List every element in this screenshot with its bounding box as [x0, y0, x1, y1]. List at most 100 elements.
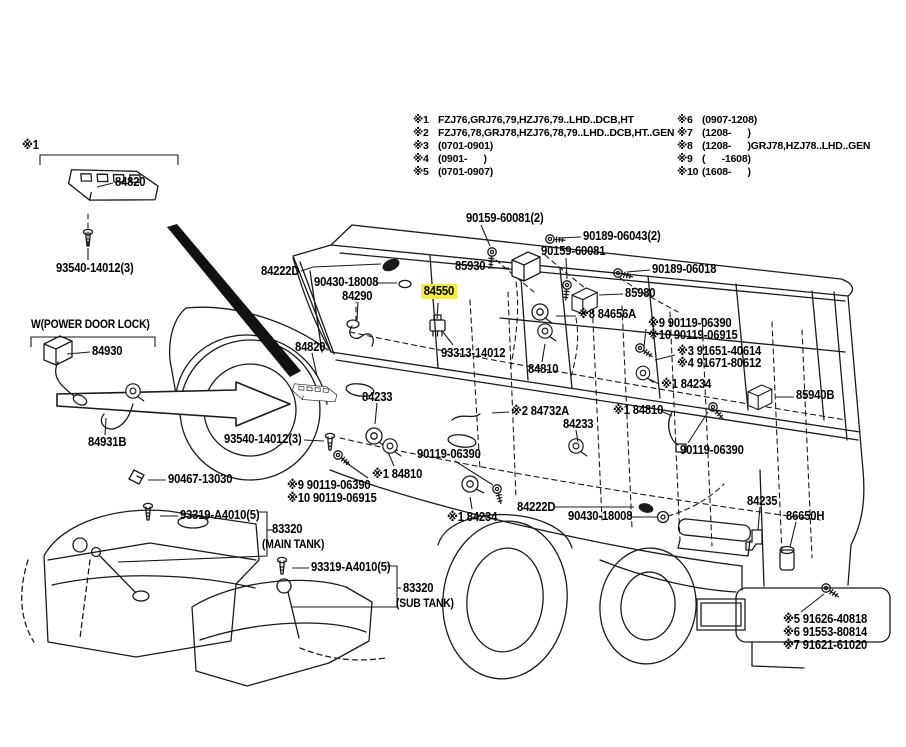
legend-mark: ※3	[413, 140, 429, 152]
legend-entry-6: ※6(0907-1208)	[677, 114, 870, 127]
legend-mark: ※1	[413, 114, 429, 126]
part-label-91651-40614: ※3 91651-40614	[677, 344, 762, 358]
leader-90119-06390-l	[344, 461, 369, 479]
legend-text: (1208- )	[702, 127, 751, 139]
legend-mark: ※2	[413, 127, 429, 139]
part-label-91553-80814: ※6 91553-80814	[783, 625, 868, 639]
part-label-84810-mid: ※1 84810	[613, 403, 664, 417]
part-label-90119-06390-rear: 90119-06390	[680, 443, 744, 457]
leader-90159-60081-2	[480, 224, 491, 247]
part-label-84550: 84550	[421, 284, 457, 299]
bracket-line-1	[30, 336, 156, 347]
part-label-90119-06390-c: 90119-06390	[417, 447, 481, 461]
part-label-84233-rear: 84233	[563, 417, 594, 431]
part-label-84233-front: 84233	[362, 390, 393, 404]
part-label-84234-upper: ※1 84234	[661, 377, 712, 391]
leader-84732A	[491, 411, 510, 414]
sensor-glyph-86650H	[779, 545, 795, 571]
leader-84810-floor	[387, 451, 395, 467]
part-label-86650H: 86650H	[786, 509, 825, 523]
wire-84931B	[100, 403, 134, 430]
legend-entry-8: ※8(1208- )GRJ78,HZJ78..LHD..GEN	[677, 140, 870, 153]
part-label-84732A: ※2 84732A	[511, 404, 570, 418]
part-label-90189-06043-2: 90189-06043(2)	[583, 229, 661, 243]
clip-glyph-90467	[128, 469, 145, 485]
legend-entry-4: ※4(0901- )	[413, 153, 674, 166]
part-label-84930: 84930	[92, 344, 123, 358]
leader-84233-front	[374, 402, 378, 425]
legend-mark: ※10	[677, 166, 699, 178]
leader-90119-06915-r1	[643, 328, 647, 348]
legend-text: (1608- )	[702, 166, 751, 178]
legend-entry-10: ※10(1608- )	[677, 166, 870, 179]
wire-84290	[349, 325, 374, 347]
fuel-tank-main	[21, 509, 260, 658]
part-label-90430-18008-rear: 90430-18008	[568, 509, 633, 523]
part-label-84222D-top: 84222D	[261, 264, 300, 278]
part-label-84290: 84290	[342, 289, 373, 303]
leader-90119-06390-c	[454, 460, 494, 486]
fuel-tank-sub	[191, 578, 387, 687]
part-label-93319-A4010-main: 93319-A4010(5)	[180, 508, 260, 522]
grommet-ring-glyph	[660, 514, 666, 520]
legend-text: (0701-0907)	[438, 166, 494, 178]
part-label-ref-mark-top-left: ※1	[22, 138, 39, 152]
part-label-90119-06915-l: ※10 90119-06915	[287, 491, 377, 505]
part-label-84820-switch: 84820	[115, 175, 146, 189]
part-label-90119-06915-r1: ※10 90119-06915	[648, 328, 738, 342]
part-label-83320-main: 83320	[272, 522, 303, 536]
leader-84810-mid	[660, 410, 673, 417]
leader-85980	[598, 293, 624, 296]
legend-entry-1: ※1 FZJ76,GRJ76,79,HZJ76,79..LHD..DCB,HT	[413, 114, 674, 127]
part-label-83320-sub: 83320	[403, 581, 434, 595]
legend-mark: ※9	[677, 153, 693, 165]
part-label-main-tank-caption: (MAIN TANK)	[262, 539, 325, 551]
rear-bumper	[696, 587, 891, 669]
leader-84810-roof	[541, 343, 546, 363]
wire-84732A	[451, 413, 481, 421]
part-label-93319-A4010-sub: 93319-A4010(5)	[311, 560, 391, 574]
connector-glyph-84550	[429, 314, 446, 337]
legend-entry-5: ※5 (0701-0907)	[413, 166, 674, 179]
leader-84931B	[104, 417, 107, 436]
part-glyphs	[43, 157, 842, 601]
legend-mark: ※5	[413, 166, 429, 178]
leader-91626-40818	[800, 593, 825, 613]
part-label-90119-06390-l: ※9 90119-06390	[287, 478, 371, 492]
legend-text: (0901- )	[438, 153, 487, 165]
part-label-84810-roof: 84810	[528, 362, 559, 376]
part-label-90159-60081-2: 90159-60081(2)	[466, 211, 544, 225]
part-label-91671-80612: ※4 91671-80612	[677, 356, 762, 370]
rear-wheels	[437, 513, 697, 680]
legend-column-2: ※6(0907-1208)※7(1208- )※8(1208- )GRJ78,H…	[677, 114, 870, 179]
bracket-line-0	[39, 154, 179, 165]
legend-entry-3: ※3(0701-0901)	[413, 140, 674, 153]
part-label-91626-40818: ※5 91626-40818	[783, 612, 868, 626]
leader-84930	[66, 351, 91, 355]
legend-text: FZJ76,GRJ76,79,HZJ76,79..LHD..DCB,HT	[438, 114, 634, 126]
grommet-ring-glyph	[656, 510, 670, 524]
legend-mark: ※6	[677, 114, 693, 126]
part-label-91621-61020: ※7 91621-61020	[783, 638, 868, 652]
part-label-90159-60081: 90159-60081	[541, 244, 606, 258]
legend-text: (1208- )GRJ78,HZJ78..LHD..GEN	[702, 140, 871, 152]
part-label-93313-14012: 93313-14012	[441, 346, 506, 360]
part-label-90467-13030: 90467-13030	[168, 472, 233, 486]
bracket-glyph-84235	[745, 529, 763, 551]
part-label-84820-door: 84820	[295, 340, 326, 354]
part-label-85930: 85930	[455, 259, 486, 273]
legend-text: ( -1608)	[702, 153, 751, 165]
leader-84234-upper	[648, 378, 660, 385]
part-label-90189-06018: 90189-06018	[652, 262, 717, 276]
leader-90189-06018	[626, 269, 651, 273]
part-label-93540-14012-b: 93540-14012(3)	[224, 432, 302, 446]
leader-84290	[356, 301, 359, 321]
leader-84235	[757, 506, 761, 531]
pointer-bar	[167, 224, 301, 377]
part-label-84810-floor: ※1 84810	[372, 467, 423, 481]
part-label-85980: 85980	[625, 286, 656, 300]
part-label-93540-14012-a: 93540-14012(3)	[56, 261, 134, 275]
